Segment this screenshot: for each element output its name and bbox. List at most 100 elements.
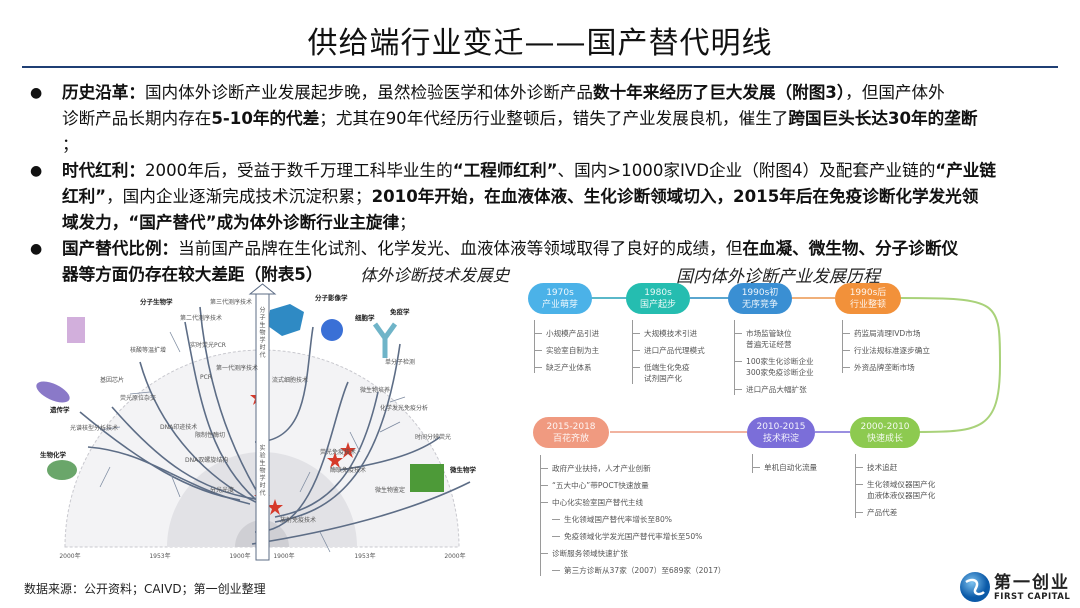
branch-label: 分光光度	[210, 486, 234, 494]
bullet-text-segment: 诊断产品长期内存在	[62, 109, 212, 128]
axis-tick-label: 2000年	[59, 552, 80, 560]
stage-item: 进口产品大幅扩张	[734, 384, 814, 395]
stage-item: 政府产业扶持，人才产业创新	[540, 463, 726, 474]
era-upper-label: 分子生物学时代	[259, 306, 265, 359]
axis-tick-label: 1953年	[354, 552, 375, 560]
logo-en: FIRST CAPITAL	[994, 592, 1071, 602]
stage-item: 市场监管缺位 普遍无证经营	[734, 328, 814, 350]
bullet-text-segment: 国内体外诊断产业发展起步晚，虽然检验医学和体外诊断产品	[144, 83, 593, 102]
stage-year: 2000-2010	[860, 422, 910, 432]
stage-year: 2010-2015	[756, 422, 806, 432]
branch-label: 荧光免疫技术	[320, 448, 356, 456]
bullet-text-segment: “产业链	[935, 161, 996, 180]
stage-year: 2015-2018	[546, 422, 596, 432]
stage-item: 行业法规标准逐步确立	[842, 345, 930, 356]
timeline-stage-pill: 1970s 产业萌芽	[528, 283, 592, 314]
bullet-text-segment: 数十年来经历了巨大发展（附图3）	[593, 83, 846, 102]
timeline-stage-pill: 2000-2010 快速成长	[850, 417, 920, 448]
bullet-text-segment: 在血凝、微生物、分子诊断仪	[742, 239, 959, 258]
bullet-text-segment: ；	[399, 213, 416, 232]
bullet-dot-icon: ●	[30, 163, 43, 179]
branch-label: 化学发光免疫分析	[380, 404, 428, 412]
timeline-stage-pill: 2015-2018 百花齐放	[533, 417, 609, 448]
bullet-text-segment: 域发力，“国产替代”成为体外诊断行业主旋律	[62, 213, 400, 232]
bullet-line: 红利”，国内企业逐渐完成技术沉淀积累；2010年开始，在血液体液、生化诊断领域切…	[30, 184, 1060, 210]
bullet-text-segment: 当前国产品牌在生化试剂、化学发光、血液体液等领域取得了良好的成绩，但	[178, 239, 743, 258]
stage-label: 快速成长	[866, 434, 903, 444]
field-label: 免疫学	[390, 307, 410, 316]
globe-logo-icon	[960, 572, 990, 602]
bullet-text-segment: 历史沿革：	[62, 83, 145, 102]
stage-year: 1990s初	[741, 288, 779, 298]
data-source-note: 数据来源：公开资料；CAIVD；第一创业整理	[24, 582, 266, 596]
timeline-stage-pill: 1980s 国产起步	[626, 283, 690, 314]
stage-year: 1990s后	[849, 288, 887, 298]
stage-items: 技术追赶生化领域仪器国产化 血液体液仪器国产化产品代差	[855, 454, 935, 524]
field-label: 分子生物学	[140, 297, 173, 306]
bullet-text-segment: ，国内企业逐渐完成技术沉淀积累；	[106, 187, 372, 206]
field-label: 分子影像学	[315, 293, 348, 302]
dna-icon	[67, 317, 85, 343]
stage-item: 外资品牌垄断市场	[842, 362, 930, 373]
timeline-stage-pill: 1990s初无序竞争	[728, 283, 792, 314]
stage-item: 药监局清理IVD市场	[842, 328, 930, 339]
branch-label: 基因芯片	[100, 376, 124, 384]
bullet-text-segment: 2010年开始，在血液体液、生化诊断领域切入，2015年后在免疫诊断化学发光领	[371, 187, 979, 206]
stage-item: 中心化实验室国产替代主线	[540, 497, 726, 508]
company-logo: 第一创业 FIRST CAPITAL	[958, 568, 1076, 606]
stage-item: 进口产品代理模式	[632, 345, 705, 356]
stage-label: 行业整顿	[849, 300, 886, 310]
stage-label: 百花齐放	[552, 434, 589, 444]
branch-label: 酶联免疫技术	[330, 466, 366, 474]
field-label: 微生物学	[449, 465, 477, 474]
stage-item: 缺乏产业体系	[534, 362, 599, 373]
stage-year: 1970s	[546, 288, 574, 298]
branch-label: 光谱核型分析技术	[70, 424, 118, 432]
field-label: 生物化学	[40, 450, 67, 459]
stage-item: 诊断服务领域快速扩张	[540, 548, 726, 559]
stage-items: 大规模技术引进进口产品代理模式低端生化免疫 试剂国产化	[632, 320, 705, 390]
bullet-line: ●国产替代比例：当前国产品牌在生化试剂、化学发光、血液体液等领域取得了良好的成绩…	[30, 236, 1060, 262]
stage-item: 小规模产品引进	[534, 328, 599, 339]
page-title: 供给端行业变迁——国产替代明线	[307, 26, 773, 61]
branch-label: 第二代测序技术	[180, 314, 222, 322]
stage-item: 第三方诊断从37家（2007）至689家（2017）	[540, 565, 726, 576]
bullet-line: 域发力，“国产替代”成为体外诊断行业主旋律；	[30, 210, 1060, 236]
branch-label: 实时荧光PCR	[190, 341, 226, 349]
timeline-stage-pill: 1990s后行业整顿	[835, 283, 901, 314]
branch-label: 放射免疫技术	[280, 516, 316, 524]
bullet-text-segment: 5-10年的代差	[211, 109, 320, 128]
stage-item: 产品代差	[855, 507, 935, 518]
stage-year: 1980s	[644, 288, 672, 298]
bullet-line: ●时代红利：2000年后，受益于数千万理工科毕业生的“工程师红利”、国内>100…	[30, 158, 1060, 184]
bullet-line: 器等方面仍存在较大差距（附表5）	[30, 262, 1060, 288]
axis-tick-label: 1900年	[273, 552, 294, 560]
branch-label: 荧光原位杂交	[120, 394, 156, 402]
stage-label: 产业萌芽	[541, 300, 578, 310]
stage-items: 单机自动化流量	[752, 454, 817, 479]
branch-label: 单分子检测	[385, 358, 415, 366]
bullet-text-segment: 跨国巨头长达30年的垄断	[788, 109, 978, 128]
stage-item: 免疫领域化学发光国产替代率增长至50%	[540, 531, 726, 542]
axis-tick-label: 1900年	[229, 552, 250, 560]
bullet-line: ●历史沿革：国内体外诊断产业发展起步晚，虽然检验医学和体外诊断产品数十年来经历了…	[30, 80, 1060, 106]
timeline-title: 国内体外诊断产业发展历程	[676, 267, 880, 287]
stage-item: 低端生化免疫 试剂国产化	[632, 362, 705, 384]
stage-items: 药监局清理IVD市场行业法规标准逐步确立外资品牌垄断市场	[842, 320, 930, 379]
branch-label: DNA双螺旋结构	[185, 456, 228, 464]
stage-items: 小规模产品引进实验室自制为主缺乏产业体系	[534, 320, 599, 379]
bullet-text-segment: 红利”	[62, 187, 107, 206]
branch-label: PCR	[200, 374, 212, 381]
title-divider	[22, 66, 1058, 68]
bullet-text-segment: 时代红利：	[62, 161, 145, 180]
branch-label: 第一代测序技术	[216, 364, 258, 372]
bullet-list: ● 历史沿革：国内体外诊断产业发展起步晚，虽然检验医学和体外诊断产品数十年来经历了…	[30, 80, 1060, 288]
branch-label: DNA印迹技术	[160, 423, 197, 431]
stage-item: “五大中心”带POCT快速放量	[540, 480, 726, 491]
stage-label: 国产起步	[639, 300, 676, 310]
branch-label: 时间分辨荧光	[415, 433, 451, 441]
stage-item: 生化领域国产替代率增长至80%	[540, 514, 726, 525]
